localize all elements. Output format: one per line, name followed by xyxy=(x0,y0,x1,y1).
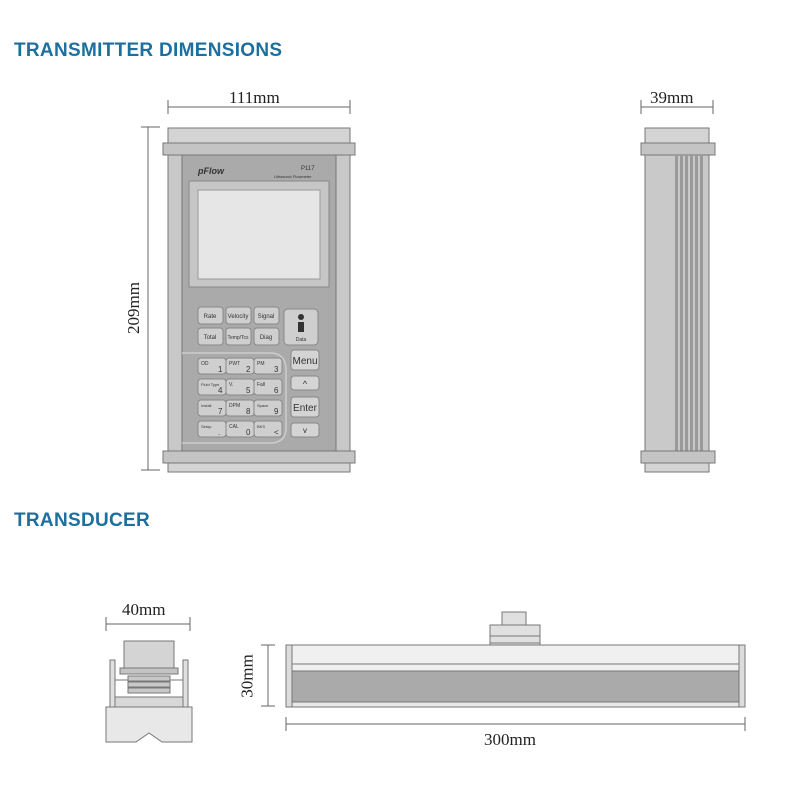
height-dimension-line xyxy=(141,126,160,471)
key-0-digit: 0 xyxy=(246,428,251,437)
key-rate-label: Rate xyxy=(204,314,217,320)
key-9-top: Space xyxy=(257,403,269,408)
keypad-outline xyxy=(182,352,287,444)
key-5-digit: 5 xyxy=(246,386,251,395)
transducer-side-view xyxy=(285,611,746,708)
transducer-width-dimension xyxy=(105,617,191,631)
brand-text: pFlow xyxy=(197,166,225,176)
key-4-digit: 4 xyxy=(218,386,223,395)
transmitter-depth-label: 39mm xyxy=(650,88,694,107)
key-rate[interactable] xyxy=(197,306,224,325)
key-1-top: OD xyxy=(201,361,209,367)
key-2-digit: 2 xyxy=(246,365,251,374)
key-data-label: Data xyxy=(296,337,307,343)
key-5-top: V. xyxy=(229,382,233,388)
key-dot-digit: . xyxy=(218,428,220,437)
numeric-keypad: OD 1 PWT 2 PM 3 Fluid Type 4 V. 5 Fall 6… xyxy=(182,352,287,444)
key-down[interactable] xyxy=(290,422,320,438)
key-menu-label: Menu xyxy=(292,356,317,367)
key-dot-top: Setup xyxy=(201,424,212,429)
key-2-top: PWT xyxy=(229,361,240,367)
transmitter-width-label: 111mm xyxy=(229,88,280,107)
key-menu[interactable] xyxy=(290,349,320,371)
key-9-digit: 9 xyxy=(274,407,279,416)
key-backspace[interactable] xyxy=(253,420,283,438)
key-up-label: ^ xyxy=(303,379,308,389)
transmitter-side-view xyxy=(640,127,716,473)
transducer-length-dimension xyxy=(285,717,746,731)
key-temp[interactable] xyxy=(225,327,252,346)
key-backspace-digit: < xyxy=(274,428,279,437)
key-diag[interactable] xyxy=(253,327,280,346)
key-3[interactable] xyxy=(253,357,283,375)
transducer-height-dimension xyxy=(261,644,275,707)
key-signal[interactable] xyxy=(253,306,280,325)
key-diag-label: Diag xyxy=(260,335,272,341)
key-4-top: Fluid Type xyxy=(201,382,220,387)
key-total[interactable] xyxy=(197,327,224,346)
transmitter-heading: TRANSMITTER DIMENSIONS xyxy=(14,40,283,61)
navigation-keys: Menu ^ Enter v xyxy=(290,349,320,438)
key-7-top: Install xyxy=(201,403,212,408)
key-enter[interactable] xyxy=(290,396,320,418)
key-velocity-label: Velocity xyxy=(228,314,249,320)
key-enter-label: Enter xyxy=(293,403,318,414)
subtitle-text: Ultrasonic Flowmeter xyxy=(274,174,312,179)
transmitter-front-view: pFlow P117 Ultrasonic Flowmeter xyxy=(162,127,356,473)
key-down-label: v xyxy=(303,426,307,435)
depth-dimension-line xyxy=(640,100,714,114)
key-0-top: CAL xyxy=(229,424,239,430)
key-3-digit: 3 xyxy=(274,365,279,374)
transducer-end-view xyxy=(105,640,193,743)
key-total-label: Total xyxy=(204,335,217,341)
key-up[interactable] xyxy=(290,375,320,391)
transducer-width-label: 40mm xyxy=(122,600,166,619)
key-6[interactable] xyxy=(253,378,283,396)
key-8-top: DPM xyxy=(229,403,240,409)
transducer-length-label: 300mm xyxy=(484,730,536,749)
key-3-top: PM xyxy=(257,361,265,367)
key-7-digit: 7 xyxy=(218,407,223,416)
key-8-digit: 8 xyxy=(246,407,251,416)
transducer-heading: TRANSDUCER xyxy=(14,510,150,531)
key-backspace-top: BKS xyxy=(257,424,265,429)
function-keypad: Rate Velocity Signal Total Temp/Tcs Diag… xyxy=(197,306,319,346)
info-icon-stem xyxy=(298,322,304,332)
model-text: P117 xyxy=(301,166,315,172)
key-6-digit: 6 xyxy=(274,386,279,395)
key-signal-label: Signal xyxy=(258,314,275,320)
key-temp-label: Temp/Tcs xyxy=(227,335,249,341)
key-velocity[interactable] xyxy=(225,306,252,325)
info-icon xyxy=(298,314,304,320)
key-6-top: Fall xyxy=(257,382,265,388)
key-9[interactable] xyxy=(253,399,283,417)
width-dimension-line xyxy=(167,100,351,114)
key-1-digit: 1 xyxy=(218,365,223,374)
